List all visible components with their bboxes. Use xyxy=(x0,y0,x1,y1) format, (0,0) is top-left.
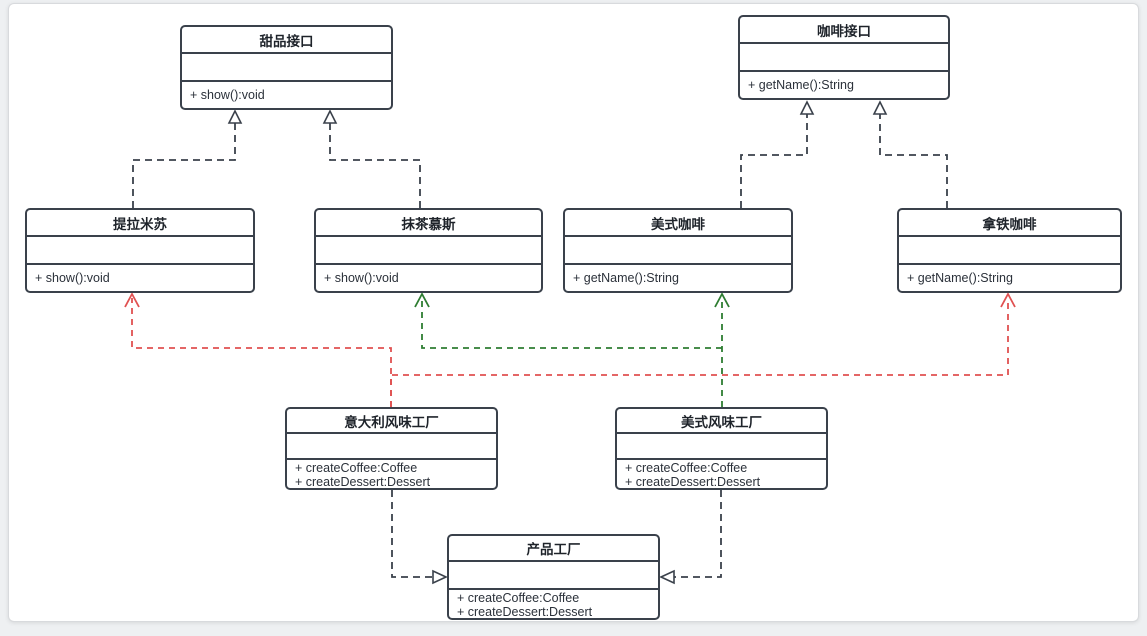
class-title: 甜品接口 xyxy=(182,27,391,54)
class-methods-compartment: + show():void xyxy=(316,265,541,291)
class-methods-compartment: + show():void xyxy=(182,82,391,108)
class-title: 美式咖啡 xyxy=(565,210,791,237)
class-methods-compartment: + createCoffee:Coffee + createDessert:De… xyxy=(449,590,658,619)
class-title: 提拉米苏 xyxy=(27,210,253,237)
class-box-dessert-interface: 甜品接口 + show():void xyxy=(180,25,393,110)
class-attrs-compartment xyxy=(565,237,791,265)
method-label: + createCoffee:Coffee xyxy=(457,591,580,605)
method-label: + show():void xyxy=(35,271,110,285)
method-label: + getName():String xyxy=(573,271,679,285)
class-box-italian-factory: 意大利风味工厂 + createCoffee:Coffee + createDe… xyxy=(285,407,498,490)
class-methods-compartment: + getName():String xyxy=(740,72,948,98)
class-attrs-compartment xyxy=(617,434,826,460)
class-title: 意大利风味工厂 xyxy=(287,409,496,434)
diagram-canvas xyxy=(8,3,1139,622)
class-attrs-compartment xyxy=(316,237,541,265)
class-box-coffee-interface: 咖啡接口 + getName():String xyxy=(738,15,950,100)
class-title: 咖啡接口 xyxy=(740,17,948,44)
class-methods-compartment: + show():void xyxy=(27,265,253,291)
class-title: 抹茶慕斯 xyxy=(316,210,541,237)
class-box-latte: 拿铁咖啡 + getName():String xyxy=(897,208,1122,293)
class-box-american-factory: 美式风味工厂 + createCoffee:Coffee + createDes… xyxy=(615,407,828,490)
class-title: 产品工厂 xyxy=(449,536,658,562)
class-attrs-compartment xyxy=(449,562,658,590)
method-label: + getName():String xyxy=(748,78,854,92)
method-label: + createDessert:Dessert xyxy=(295,475,431,489)
method-label: + show():void xyxy=(190,88,265,102)
class-attrs-compartment xyxy=(287,434,496,460)
class-methods-compartment: + createCoffee:Coffee + createDessert:De… xyxy=(617,460,826,489)
class-attrs-compartment xyxy=(27,237,253,265)
method-label: + show():void xyxy=(324,271,399,285)
class-attrs-compartment xyxy=(740,44,948,72)
method-label: + getName():String xyxy=(907,271,1013,285)
class-box-tiramisu: 提拉米苏 + show():void xyxy=(25,208,255,293)
class-box-americano: 美式咖啡 + getName():String xyxy=(563,208,793,293)
method-label: + createDessert:Dessert xyxy=(625,475,761,489)
class-title: 美式风味工厂 xyxy=(617,409,826,434)
class-box-matcha-mousse: 抹茶慕斯 + show():void xyxy=(314,208,543,293)
class-title: 拿铁咖啡 xyxy=(899,210,1120,237)
class-box-product-factory: 产品工厂 + createCoffee:Coffee + createDesse… xyxy=(447,534,660,620)
class-methods-compartment: + getName():String xyxy=(565,265,791,291)
class-methods-compartment: + getName():String xyxy=(899,265,1120,291)
class-attrs-compartment xyxy=(182,54,391,82)
method-label: + createCoffee:Coffee xyxy=(295,461,418,475)
method-label: + createCoffee:Coffee xyxy=(625,461,748,475)
class-attrs-compartment xyxy=(899,237,1120,265)
class-methods-compartment: + createCoffee:Coffee + createDessert:De… xyxy=(287,460,496,489)
method-label: + createDessert:Dessert xyxy=(457,605,593,619)
